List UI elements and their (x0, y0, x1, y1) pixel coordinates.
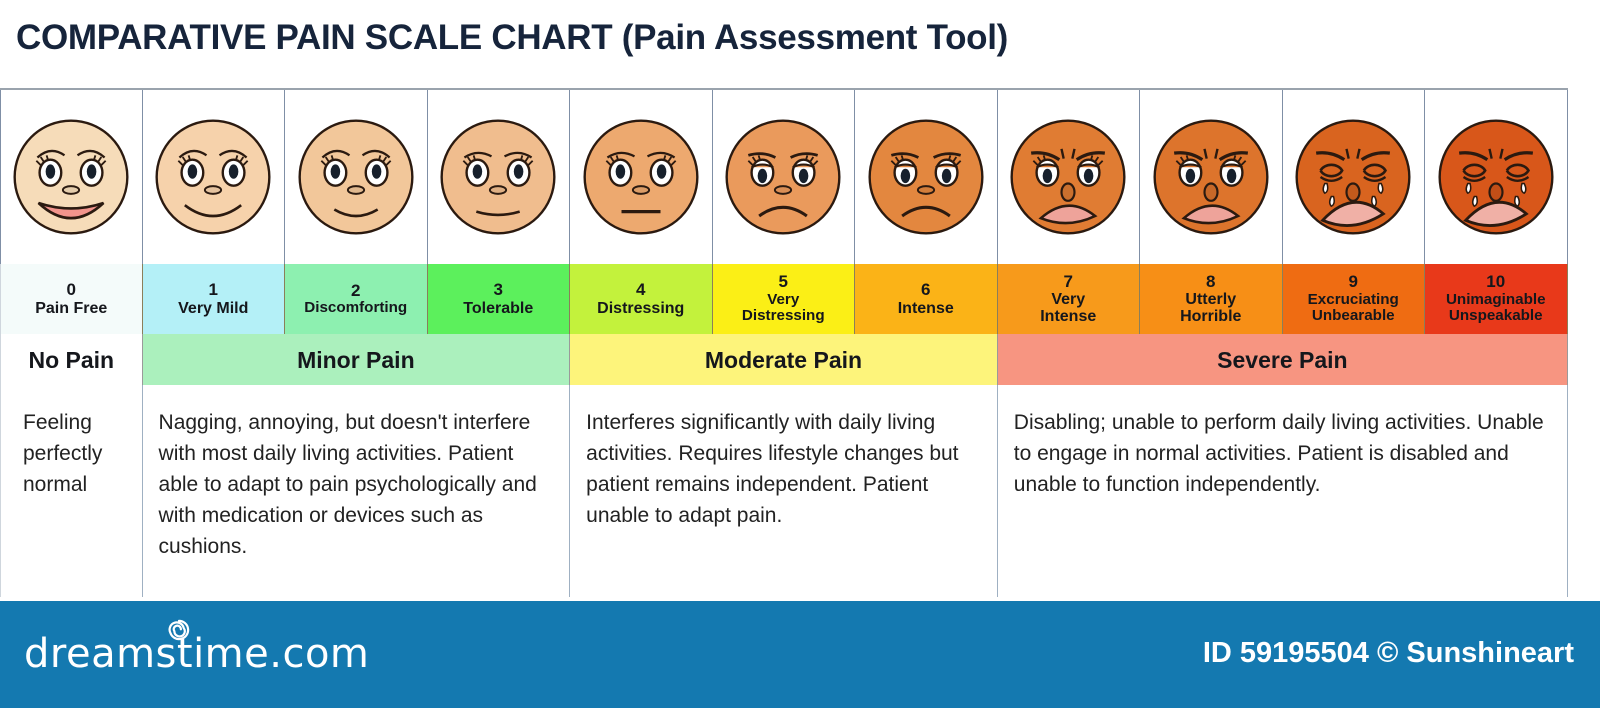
pain-level-label: Distressing (597, 299, 685, 317)
pain-level-number: 8 (1206, 271, 1216, 291)
face-cell-8 (1140, 90, 1283, 264)
pain-category-moderate-pain: Moderate Pain (570, 334, 998, 387)
pain-description-cell: Nagging, annoying, but doesn't interfere… (142, 385, 571, 597)
pain-face-3-icon (433, 112, 563, 242)
pain-face-2-icon (291, 112, 421, 242)
pain-description-cell: Interferes significantly with daily livi… (570, 385, 998, 597)
pain-level-label: Pain Free (35, 299, 108, 317)
pain-level-number: 3 (493, 280, 503, 300)
face-cell-1 (142, 90, 285, 264)
pain-level-label-2: Unbearable (1311, 307, 1395, 325)
pain-description-text: Interferes significantly with daily livi… (586, 411, 959, 528)
pain-level-label: Very Mild (178, 299, 249, 317)
pain-level-number: 5 (778, 272, 788, 292)
pain-level-label-2: Unspeakable (1448, 307, 1543, 325)
pain-face-7-icon (1003, 112, 1133, 242)
description-row: Feeling perfectly normal Nagging, annoyin… (0, 385, 1568, 597)
face-cell-3 (427, 90, 570, 264)
pain-level-number: 9 (1348, 272, 1358, 292)
pain-category-severe-pain: Severe Pain (997, 334, 1568, 387)
pain-face-1-icon (148, 112, 278, 242)
faces-row (0, 88, 1568, 264)
pain-description-text: Feeling perfectly normal (23, 411, 103, 497)
pain-face-8-icon (1146, 112, 1276, 242)
pain-face-4-icon (576, 112, 706, 242)
face-cell-2 (285, 90, 428, 264)
face-cell-0 (0, 90, 143, 264)
pain-level-label-2: Horrible (1180, 308, 1242, 326)
pain-level-number: 6 (921, 280, 931, 300)
face-cell-6 (855, 90, 998, 264)
pain-face-0-icon (6, 112, 136, 242)
page-title: COMPARATIVE PAIN SCALE CHART (Pain Asses… (16, 18, 1009, 57)
pain-level-label: Utterly (1185, 290, 1237, 308)
pain-level-label-2: Distressing (741, 307, 825, 325)
pain-level-number: 1 (208, 280, 218, 300)
pain-level-number: 2 (351, 280, 361, 300)
pain-level-label: Intense (897, 299, 954, 317)
pain-category-label: No Pain (28, 347, 115, 373)
pain-category-minor-pain: Minor Pain (142, 334, 571, 387)
pain-level-label: Very (1051, 290, 1086, 308)
pain-category-label: Minor Pain (297, 347, 415, 373)
pain-description-text: Nagging, annoying, but doesn't interfere… (158, 411, 537, 559)
pain-face-6-icon (861, 112, 991, 242)
pain-level-label: Very (767, 290, 800, 308)
dreamstime-spiral-icon (168, 619, 190, 641)
pain-description-text: Disabling; unable to perform daily livin… (1013, 411, 1544, 497)
footer-bar: dreamstime.com ID 59195504 © Sunshineart (0, 601, 1600, 708)
pain-level-number: 0 (66, 280, 76, 300)
pain-description-cell: Disabling; unable to perform daily livin… (997, 385, 1568, 597)
face-cell-10 (1425, 90, 1568, 264)
pain-level-number: 10 (1486, 272, 1506, 292)
pain-category-label: Moderate Pain (704, 347, 863, 373)
dreamstime-logo: dreamstime.com (24, 631, 370, 677)
pain-face-10-icon (1431, 112, 1561, 242)
pain-level-label: Discomforting (304, 298, 408, 316)
pain-level-label: Excruciating (1307, 290, 1399, 308)
pain-category-no-pain: No Pain (0, 334, 143, 387)
face-cell-5 (712, 90, 855, 264)
face-cell-4 (570, 90, 713, 264)
pain-face-9-icon (1288, 112, 1418, 242)
pain-level-label-2: Intense (1040, 308, 1097, 326)
pain-level-number: 7 (1063, 271, 1073, 291)
face-cell-7 (997, 90, 1140, 264)
pain-face-5-icon (718, 112, 848, 242)
pain-description-cell: Feeling perfectly normal (0, 385, 143, 597)
pain-category-label: Severe Pain (1217, 347, 1348, 373)
pain-level-label: Tolerable (463, 299, 534, 317)
pain-level-number: 4 (636, 280, 646, 300)
image-credit: ID 59195504 © Sunshineart (1202, 637, 1574, 669)
pain-level-label: Unimaginable (1445, 290, 1546, 308)
category-row: No Pain Minor Pain Moderate Pain Severe Pai… (0, 332, 1568, 387)
face-cell-9 (1282, 90, 1425, 264)
